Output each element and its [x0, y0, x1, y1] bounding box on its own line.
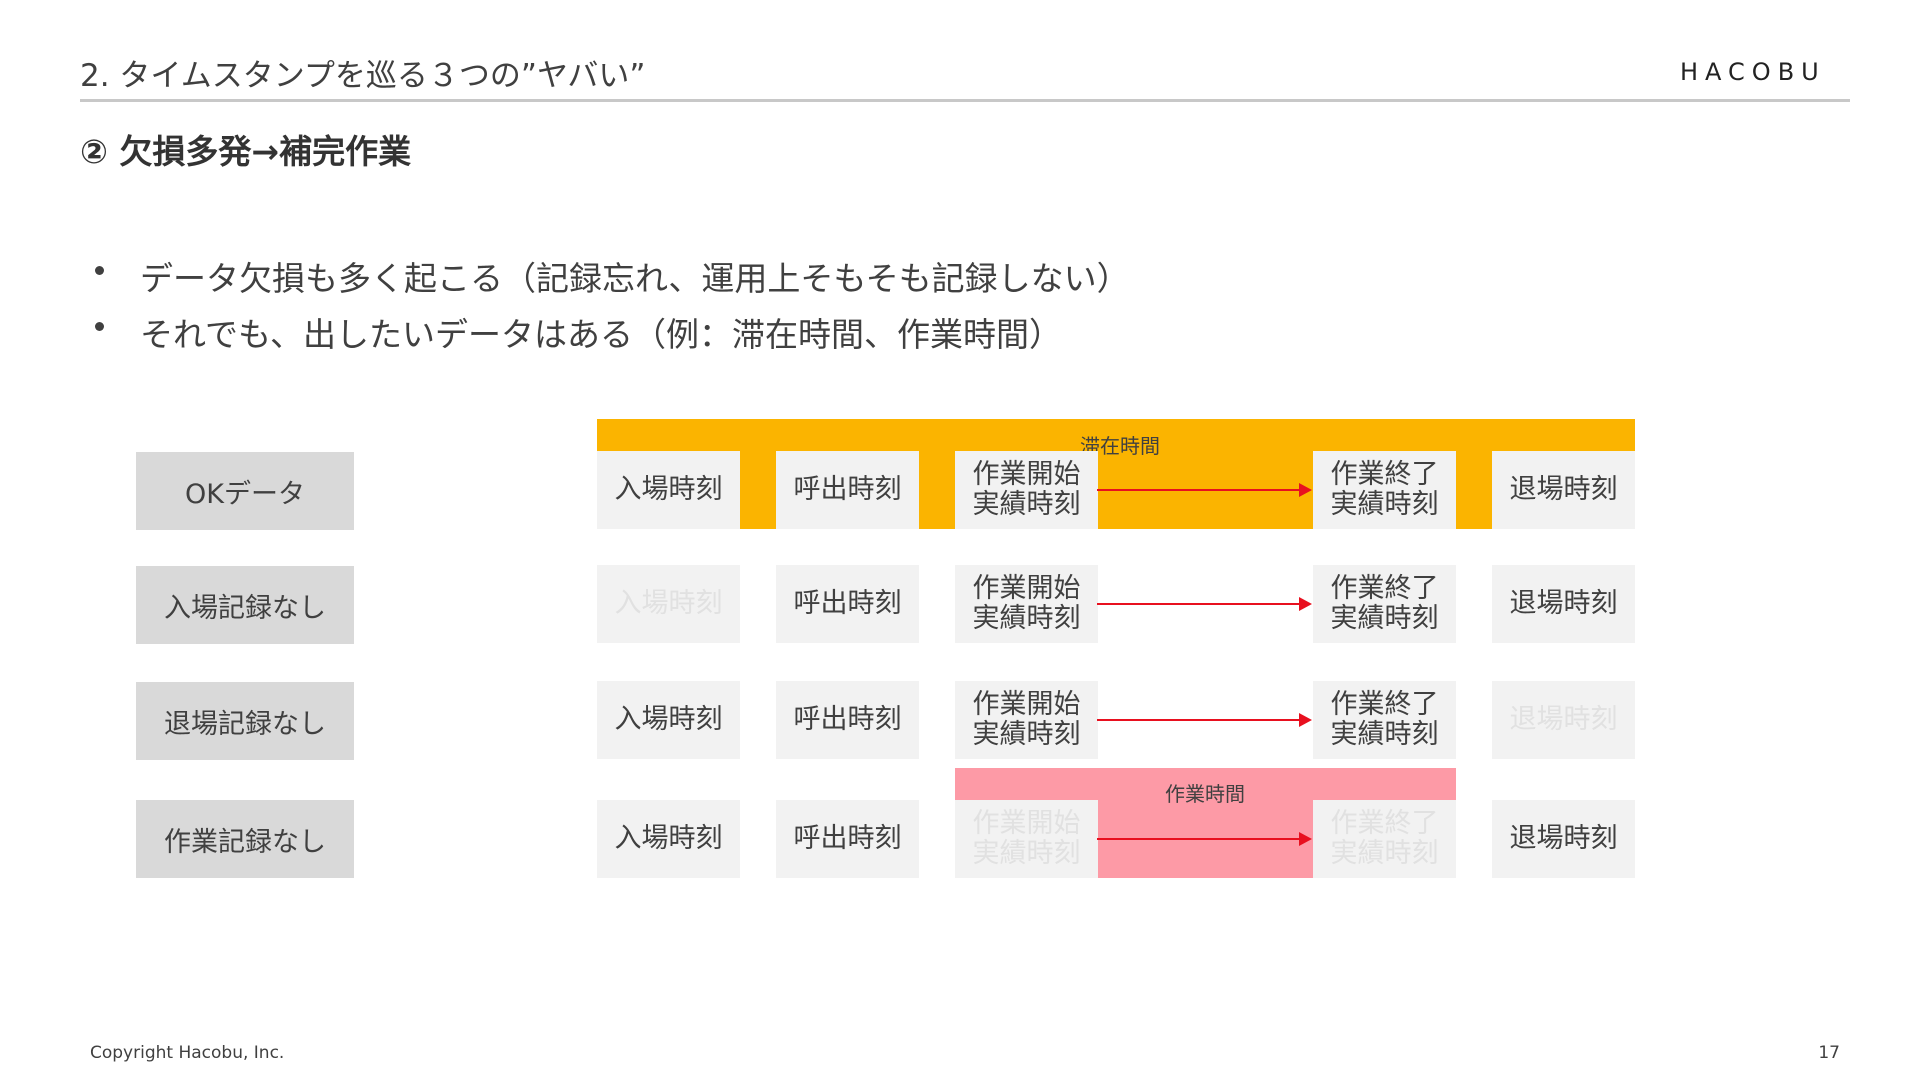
entry-time-cell: 入場時刻: [597, 800, 740, 878]
call-time-cell: 呼出時刻: [776, 565, 919, 643]
work-end-cell: 作業終了実績時刻: [1313, 681, 1456, 759]
work-time-label: 作業時間: [1165, 782, 1245, 806]
row-label-ok: OKデータ: [136, 452, 354, 530]
call-time-cell: 呼出時刻: [776, 451, 919, 529]
entry-time-cell: 入場時刻: [597, 451, 740, 529]
work-end-line2: 実績時刻: [1330, 719, 1439, 750]
work-start-cell: 作業開始実績時刻: [955, 451, 1098, 529]
stay-time-bar: [597, 419, 1635, 529]
row-label-no-exit: 退場記録なし: [136, 682, 354, 760]
header-divider: [80, 99, 1850, 102]
work-start-line2: 実績時刻: [972, 838, 1081, 869]
arrow-right-icon: [1097, 597, 1312, 611]
bullet-text: それでも、出したいデータはある（例：滞在時間、作業時間）: [140, 315, 1063, 354]
work-end-line2: 実績時刻: [1330, 838, 1439, 869]
work-end-cell: 作業終了実績時刻: [1313, 565, 1456, 643]
work-end-cell: 作業終了実績時刻: [1313, 451, 1456, 529]
slide-header-title: 2. タイムスタンプを巡る３つの”ヤバい”: [80, 58, 646, 94]
work-start-line2: 実績時刻: [972, 719, 1081, 750]
call-time-cell: 呼出時刻: [776, 681, 919, 759]
arrow-right-icon: [1097, 483, 1312, 497]
work-end-line2: 実績時刻: [1330, 603, 1439, 634]
work-start-line1: 作業開始: [972, 688, 1081, 720]
work-start-cell: 作業開始実績時刻: [955, 565, 1098, 643]
arrow-right-icon: [1097, 832, 1312, 846]
copyright-text: Copyright Hacobu, Inc.: [90, 1043, 285, 1063]
row-label-no-work: 作業記録なし: [136, 800, 354, 878]
entry-time-cell: 入場時刻: [597, 681, 740, 759]
arrow-right-icon: [1097, 713, 1312, 727]
work-end-line1: 作業終了: [1330, 458, 1439, 490]
work-start-line2: 実績時刻: [972, 603, 1081, 634]
section-title: ② 欠損多発→補完作業: [80, 132, 412, 171]
work-end-cell-missing: 作業終了実績時刻: [1313, 800, 1456, 878]
work-start-cell-missing: 作業開始実績時刻: [955, 800, 1098, 878]
work-end-line2: 実績時刻: [1330, 489, 1439, 520]
call-time-cell: 呼出時刻: [776, 800, 919, 878]
exit-time-cell-missing: 退場時刻: [1492, 681, 1635, 759]
hacobu-logo: HACOBU: [1680, 58, 1826, 86]
work-end-line1: 作業終了: [1330, 688, 1439, 720]
work-end-line1: 作業終了: [1330, 807, 1439, 839]
work-start-line1: 作業開始: [972, 807, 1081, 839]
exit-time-cell: 退場時刻: [1492, 565, 1635, 643]
entry-time-cell-missing: 入場時刻: [597, 565, 740, 643]
bullet-text: データ欠損も多く起こる（記録忘れ、運用上そもそも記録しない）: [140, 259, 1130, 298]
bullet-dot: [95, 266, 104, 275]
row-label-no-entry: 入場記録なし: [136, 566, 354, 644]
work-start-line2: 実績時刻: [972, 489, 1081, 520]
work-start-cell: 作業開始実績時刻: [955, 681, 1098, 759]
page-number: 17: [1818, 1043, 1840, 1063]
bullet-dot: [95, 322, 104, 331]
exit-time-cell: 退場時刻: [1492, 451, 1635, 529]
work-start-line1: 作業開始: [972, 572, 1081, 604]
work-end-line1: 作業終了: [1330, 572, 1439, 604]
exit-time-cell: 退場時刻: [1492, 800, 1635, 878]
work-start-line1: 作業開始: [972, 458, 1081, 490]
